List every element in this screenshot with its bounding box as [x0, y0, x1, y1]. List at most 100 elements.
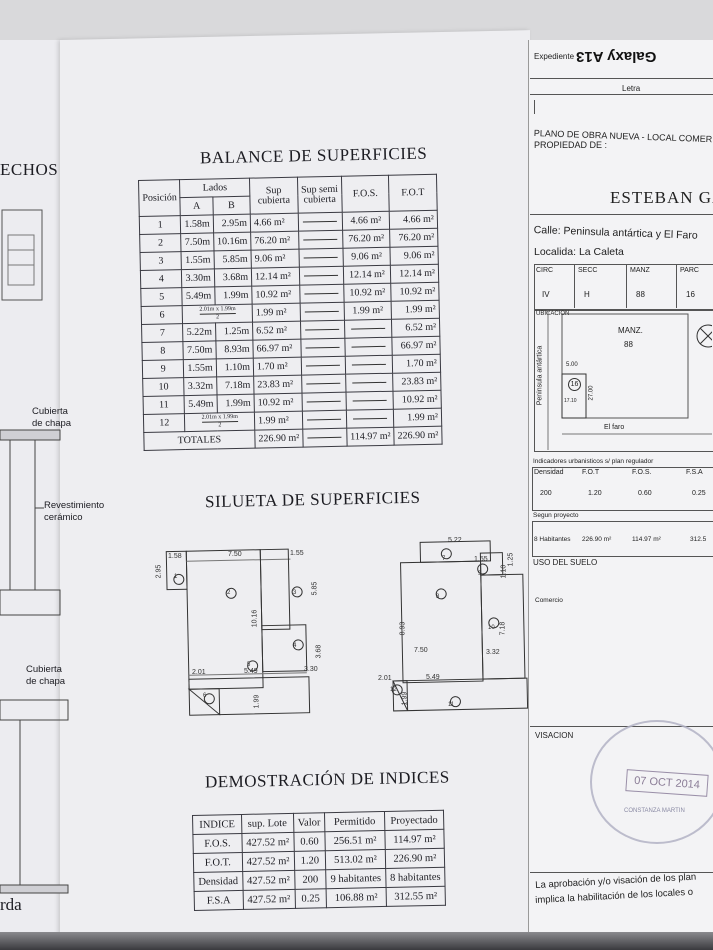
marker-9: 9: [478, 571, 482, 577]
dim-right-750: 7.50: [414, 647, 428, 654]
fraction-denominator: 2: [218, 422, 222, 429]
cell-fot: 9.06 m²: [390, 246, 439, 266]
marker-3: 3: [293, 590, 297, 596]
segun-box: [532, 521, 713, 557]
uso-label: USO DEL SUELO: [533, 558, 598, 567]
cell-sup-semi: [302, 410, 347, 430]
cell-posicion: 5: [140, 287, 183, 307]
cell-lado-b: 1.99m: [216, 394, 255, 413]
cell-fos: [346, 409, 394, 429]
comercio-label: Comercio: [535, 597, 563, 604]
cell-fot: 6.52 m²: [391, 318, 440, 338]
left-partial-title: ECHOS: [0, 160, 59, 179]
marker-10: 10: [488, 625, 495, 631]
header-fos: F.O.S.: [341, 175, 390, 213]
watermark: Galaxy A13: [576, 48, 657, 65]
owner-name: ESTEBAN GA: [610, 188, 713, 207]
indices-cell: 427.52 m²: [242, 870, 295, 891]
cell-lado-a: 1.55m: [181, 250, 215, 270]
cell-lado-a: 5.49m: [184, 394, 218, 414]
cell-sup-semi: [298, 212, 343, 232]
lot-dim-c: 17.10: [564, 398, 577, 404]
indices-header: INDICE: [192, 814, 242, 835]
catastro-box: [534, 264, 713, 310]
dim-right-155: 1.55: [474, 556, 488, 563]
cell-sup-cubierta: 1.99 m²: [254, 411, 303, 431]
cell-sup-semi: [301, 356, 346, 376]
dim-left-330: 3.30: [304, 666, 318, 673]
dim-right-332: 3.32: [486, 649, 500, 656]
cell-lado-b: 10.16m: [213, 232, 252, 251]
cell-posicion: 12: [143, 413, 186, 433]
cell-fos: [345, 391, 394, 411]
cell-fos: 76.20 m²: [342, 229, 391, 249]
cell-fos: [344, 319, 393, 339]
propiedad-label: PROPIEDAD DE :: [534, 140, 608, 150]
cell-fot: 12.14 m²: [390, 264, 439, 284]
indices-header: Valor: [292, 812, 326, 833]
indices-cell: 106.88 m²: [326, 887, 387, 908]
indices-cell: Densidad: [193, 871, 243, 892]
header-a: A: [180, 196, 213, 216]
cell-fos: 1.99 m²: [343, 301, 392, 321]
indices-header: Proyectado: [384, 810, 445, 831]
cell-sup-cubierta: 66.97 m²: [252, 339, 302, 359]
marker-7: 7: [442, 556, 446, 562]
dim-left-549: 5.49: [244, 668, 258, 675]
dim-left-750: 7.50: [228, 551, 242, 558]
indices-cell: 427.52 m²: [242, 889, 295, 910]
dim-left-368: 3.68: [315, 644, 323, 659]
street-bottom: El faro: [604, 424, 625, 431]
cell-lado-b: 1.10m: [215, 358, 254, 377]
indicador-header: Densidad: [534, 469, 564, 476]
cell-fot: 1.99 m²: [393, 408, 442, 428]
cell-lado-b: 5.85m: [213, 250, 252, 269]
cell-sup-semi: [299, 284, 344, 304]
indices-cell: F.S.A: [194, 890, 244, 911]
indicador-value: 0.25: [692, 490, 706, 497]
header-posicion: Posición: [138, 179, 181, 217]
indicador-value: 1.20: [588, 490, 602, 497]
cell-posicion: 6: [141, 305, 183, 325]
location-map: [547, 310, 712, 450]
cell-fos: [344, 355, 393, 375]
cell-fos: [344, 337, 393, 357]
dim-right-522: 5.22: [448, 537, 462, 544]
indices-cell: 1.20: [293, 850, 326, 871]
marker-12: 12: [390, 687, 397, 693]
cell-lado-a: 1.55m: [183, 358, 217, 378]
header-sup-semi: Sup semi cubierta: [297, 176, 342, 214]
localidad-label: Localida: La Caleta: [534, 246, 624, 258]
label-roof-1: Cubierta de chapa: [32, 406, 72, 429]
catastro-divider: [626, 264, 627, 308]
cell-lado-a: 7.50m: [181, 232, 214, 252]
cell-lado-b: 1.99m: [214, 286, 253, 305]
dim-right-199: 1.99: [401, 691, 409, 706]
marker-5: 5: [247, 662, 251, 668]
street-side: Peninsula antártica: [536, 345, 544, 406]
indicadores-label: Indicadores urbanisticos s/ plan regulad…: [533, 458, 654, 465]
cell-sup-cubierta: 1.70 m²: [253, 357, 302, 377]
indices-cell: 256.51 m²: [325, 830, 385, 851]
dim-right-201: 2.01: [378, 675, 392, 682]
bottom-edge: [0, 932, 713, 950]
cell-sup-semi: [300, 320, 345, 340]
cell-lado-a: 3.32m: [184, 376, 217, 396]
dim-right-893: 8.93: [399, 621, 407, 636]
indicador-value: 0.60: [638, 490, 652, 497]
cell-fot: 10.92 m²: [393, 390, 442, 410]
cell-lado-a: 1.58m: [180, 214, 214, 234]
catastro-divider: [574, 264, 575, 308]
balance-table-wrapper: Posición Lados Sup cubierta Sup semi cub…: [138, 174, 443, 451]
indicador-header: F.S.A: [686, 469, 703, 476]
indices-cell: 427.52 m²: [241, 832, 294, 853]
expediente-label: Expediente: [534, 52, 575, 61]
cell-sup-cubierta: 10.92 m²: [251, 285, 300, 305]
cell-fos: 9.06 m²: [342, 247, 391, 267]
dim-left-1016: 10.16: [251, 609, 259, 628]
catastro-header: SECC: [578, 267, 598, 274]
totals-fos: 114.97 m²: [346, 427, 395, 447]
cell-posicion: 4: [140, 269, 183, 289]
indices-header: Permitido: [324, 811, 385, 832]
